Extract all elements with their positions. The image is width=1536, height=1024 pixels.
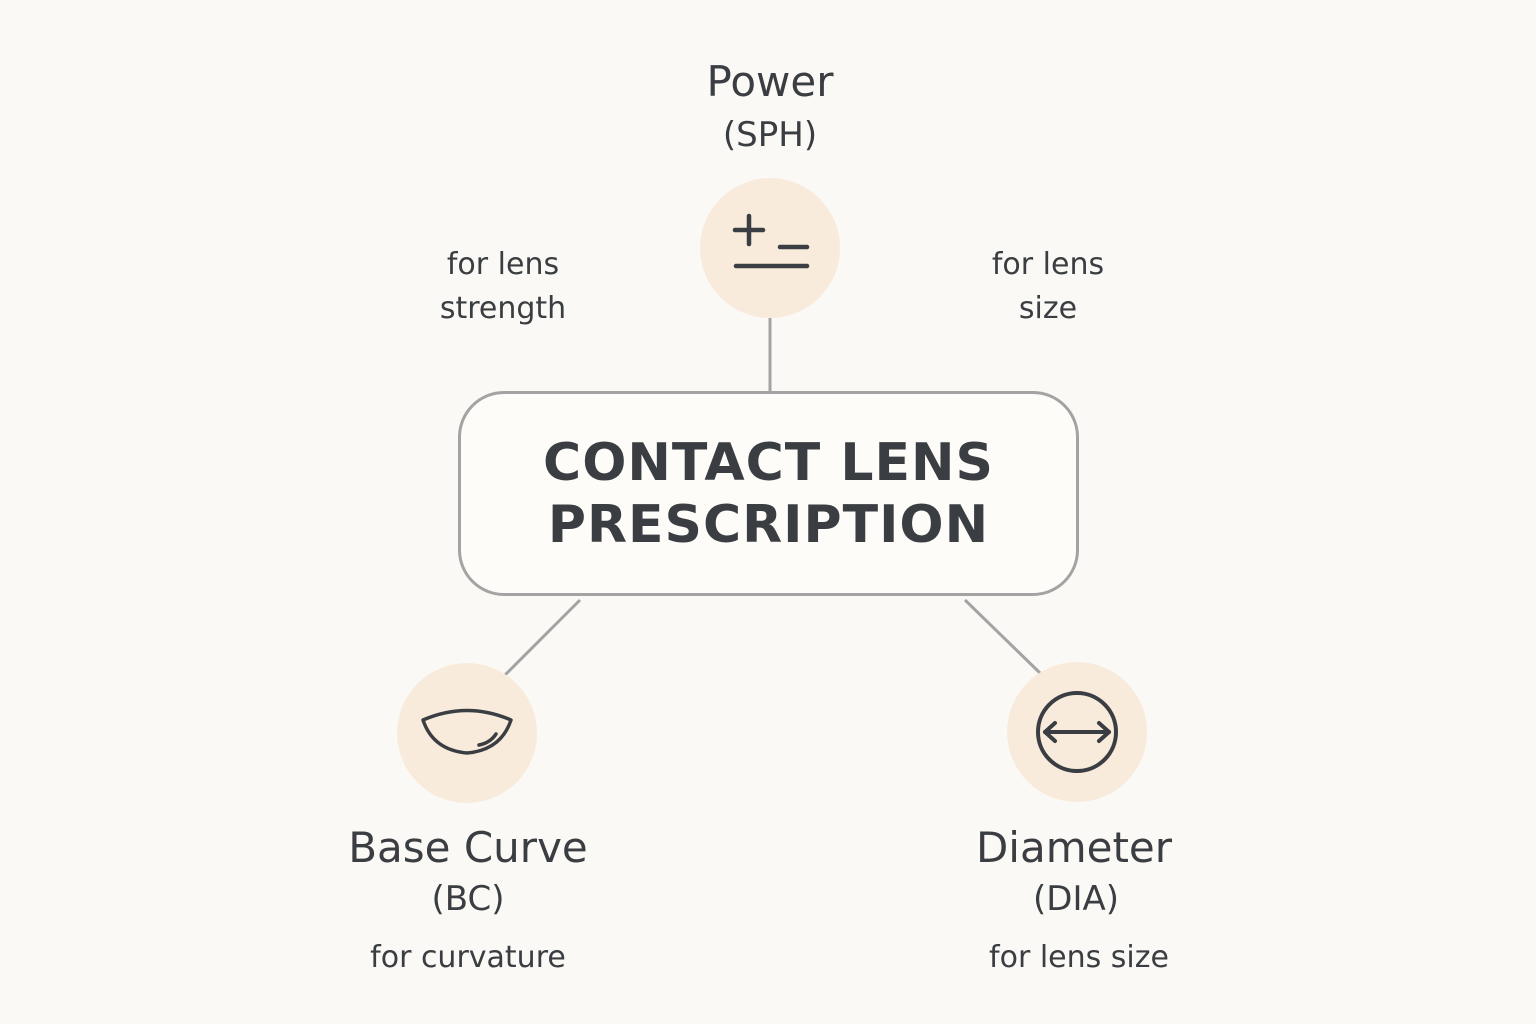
diameter-abbr: (DIA) — [1033, 879, 1119, 919]
plus-minus-icon — [732, 213, 810, 269]
diameter-title: Diameter — [975, 823, 1173, 872]
power-icon-circle — [700, 178, 840, 318]
diameter-arrow-icon — [1036, 691, 1118, 773]
center-title-line2: PRESCRIPTION — [547, 494, 990, 555]
power-note-right-line1: for lens — [991, 247, 1105, 282]
power-note-left: for lens strength — [403, 243, 603, 331]
base-curve-desc: for curvature — [370, 940, 566, 975]
power-title: Power — [706, 57, 834, 106]
diameter-icon-circle — [1007, 662, 1147, 802]
power-note-left-line2: strength — [439, 291, 567, 326]
base-curve-abbr: (BC) — [431, 879, 505, 919]
center-node: CONTACT LENS PRESCRIPTION — [458, 391, 1079, 596]
base-curve-title: Base Curve — [348, 823, 588, 872]
power-note-left-line1: for lens — [446, 247, 560, 282]
connector-base-curve — [503, 598, 582, 677]
connector-diameter — [963, 598, 1042, 675]
power-abbr: (SPH) — [722, 115, 818, 155]
lens-curve-icon — [421, 708, 513, 755]
base-curve-icon-circle — [397, 663, 537, 803]
diameter-desc: for lens size — [989, 940, 1169, 975]
power-note-right: for lens size — [948, 243, 1148, 331]
power-note-right-line2: size — [1018, 291, 1078, 326]
center-title-line1: CONTACT LENS — [543, 432, 994, 493]
